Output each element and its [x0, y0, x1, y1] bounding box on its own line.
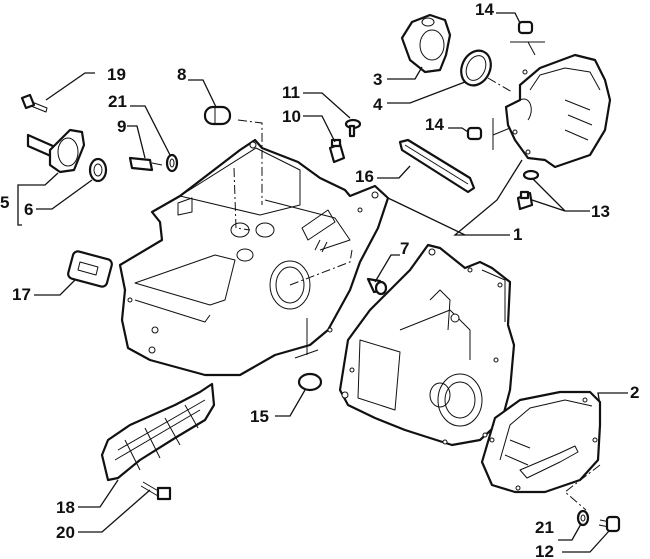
flywheel-guard	[100, 382, 216, 482]
guard-bolt	[140, 481, 172, 501]
callout-1: 1	[513, 225, 522, 244]
callout-11: 11	[282, 83, 300, 102]
leader-line-10	[303, 115, 336, 143]
assembly-axis-line	[233, 167, 251, 231]
housing-bolt	[366, 277, 388, 296]
assembly-bracket	[294, 318, 319, 359]
leader-line-15	[275, 389, 306, 417]
callout-16: 16	[355, 167, 374, 186]
sealing-washer-lower	[576, 509, 590, 527]
callout-6: 6	[24, 200, 33, 219]
centering-bush-upper	[517, 20, 534, 35]
callout-3: 3	[373, 70, 382, 89]
leader-line-21b	[558, 523, 582, 541]
gearbox-housing	[338, 243, 516, 447]
magnet-pad	[67, 250, 113, 288]
callout-20: 20	[56, 523, 75, 542]
dowel-bush	[203, 105, 232, 126]
leader-line-6	[36, 179, 93, 210]
leader-line-20	[78, 489, 151, 533]
centering-bush-lower	[466, 126, 483, 141]
callout-13: 13	[591, 202, 610, 221]
assembly-bracket	[510, 41, 545, 56]
leader-line-7	[374, 254, 400, 283]
assembly-axis-line	[289, 249, 353, 286]
callout-18: 18	[56, 498, 75, 517]
callout-5: 5	[0, 193, 9, 212]
oil-seal	[88, 157, 108, 183]
end-cover	[480, 390, 602, 494]
callout-9: 9	[117, 117, 126, 136]
callout-4: 4	[373, 95, 383, 114]
callout-12: 12	[535, 542, 554, 559]
callout-2: 2	[630, 383, 639, 402]
leader-line-8	[188, 79, 217, 108]
leader-line-14b	[448, 127, 469, 133]
callout-14-lower: 14	[425, 115, 444, 134]
oil-guide-channel	[398, 138, 476, 194]
breather-plug	[328, 138, 346, 164]
drain-plug	[598, 515, 621, 533]
assembly-axis-line	[237, 119, 263, 205]
callout-19: 19	[107, 65, 126, 84]
callout-8: 8	[177, 65, 186, 84]
assembly-bracket	[492, 118, 511, 150]
leader-line-5	[17, 172, 59, 226]
leader-line-16	[377, 165, 411, 179]
reverse-light-switch	[128, 156, 163, 172]
leader-line-18	[78, 479, 119, 508]
sealing-washer-upper	[165, 153, 179, 173]
filler-plug-and-washer	[516, 169, 540, 211]
clutch-release-guide	[26, 128, 86, 174]
callout-17: 17	[12, 285, 31, 304]
callout-21-upper: 21	[108, 92, 127, 111]
o-ring-seal	[460, 49, 492, 87]
leader-line-3	[387, 66, 423, 80]
leader-lines	[17, 12, 628, 553]
leader-line-21a	[130, 105, 171, 156]
assembly-axis-line	[487, 77, 513, 93]
leader-line-17	[34, 279, 76, 296]
callout-10: 10	[282, 107, 301, 126]
callout-14-upper: 14	[475, 0, 494, 19]
leader-line-11	[303, 92, 351, 119]
guide-bolt	[20, 93, 48, 113]
callout-7: 7	[400, 239, 409, 258]
leader-line-14a	[496, 12, 521, 24]
leader-line-2	[597, 392, 628, 406]
leader-line-19	[45, 72, 95, 101]
leader-line-4	[387, 81, 466, 104]
expansion-plug	[297, 372, 323, 392]
callout-21-lower: 21	[535, 518, 554, 537]
rivet-pin	[344, 118, 362, 138]
leader-line-1	[387, 159, 523, 236]
leader-line-9	[127, 125, 146, 159]
bearing-support	[400, 13, 452, 74]
callout-15: 15	[250, 407, 269, 426]
leader-line-13	[531, 177, 590, 212]
bell-housing-cover	[504, 53, 612, 169]
leader-line-12	[562, 530, 610, 553]
